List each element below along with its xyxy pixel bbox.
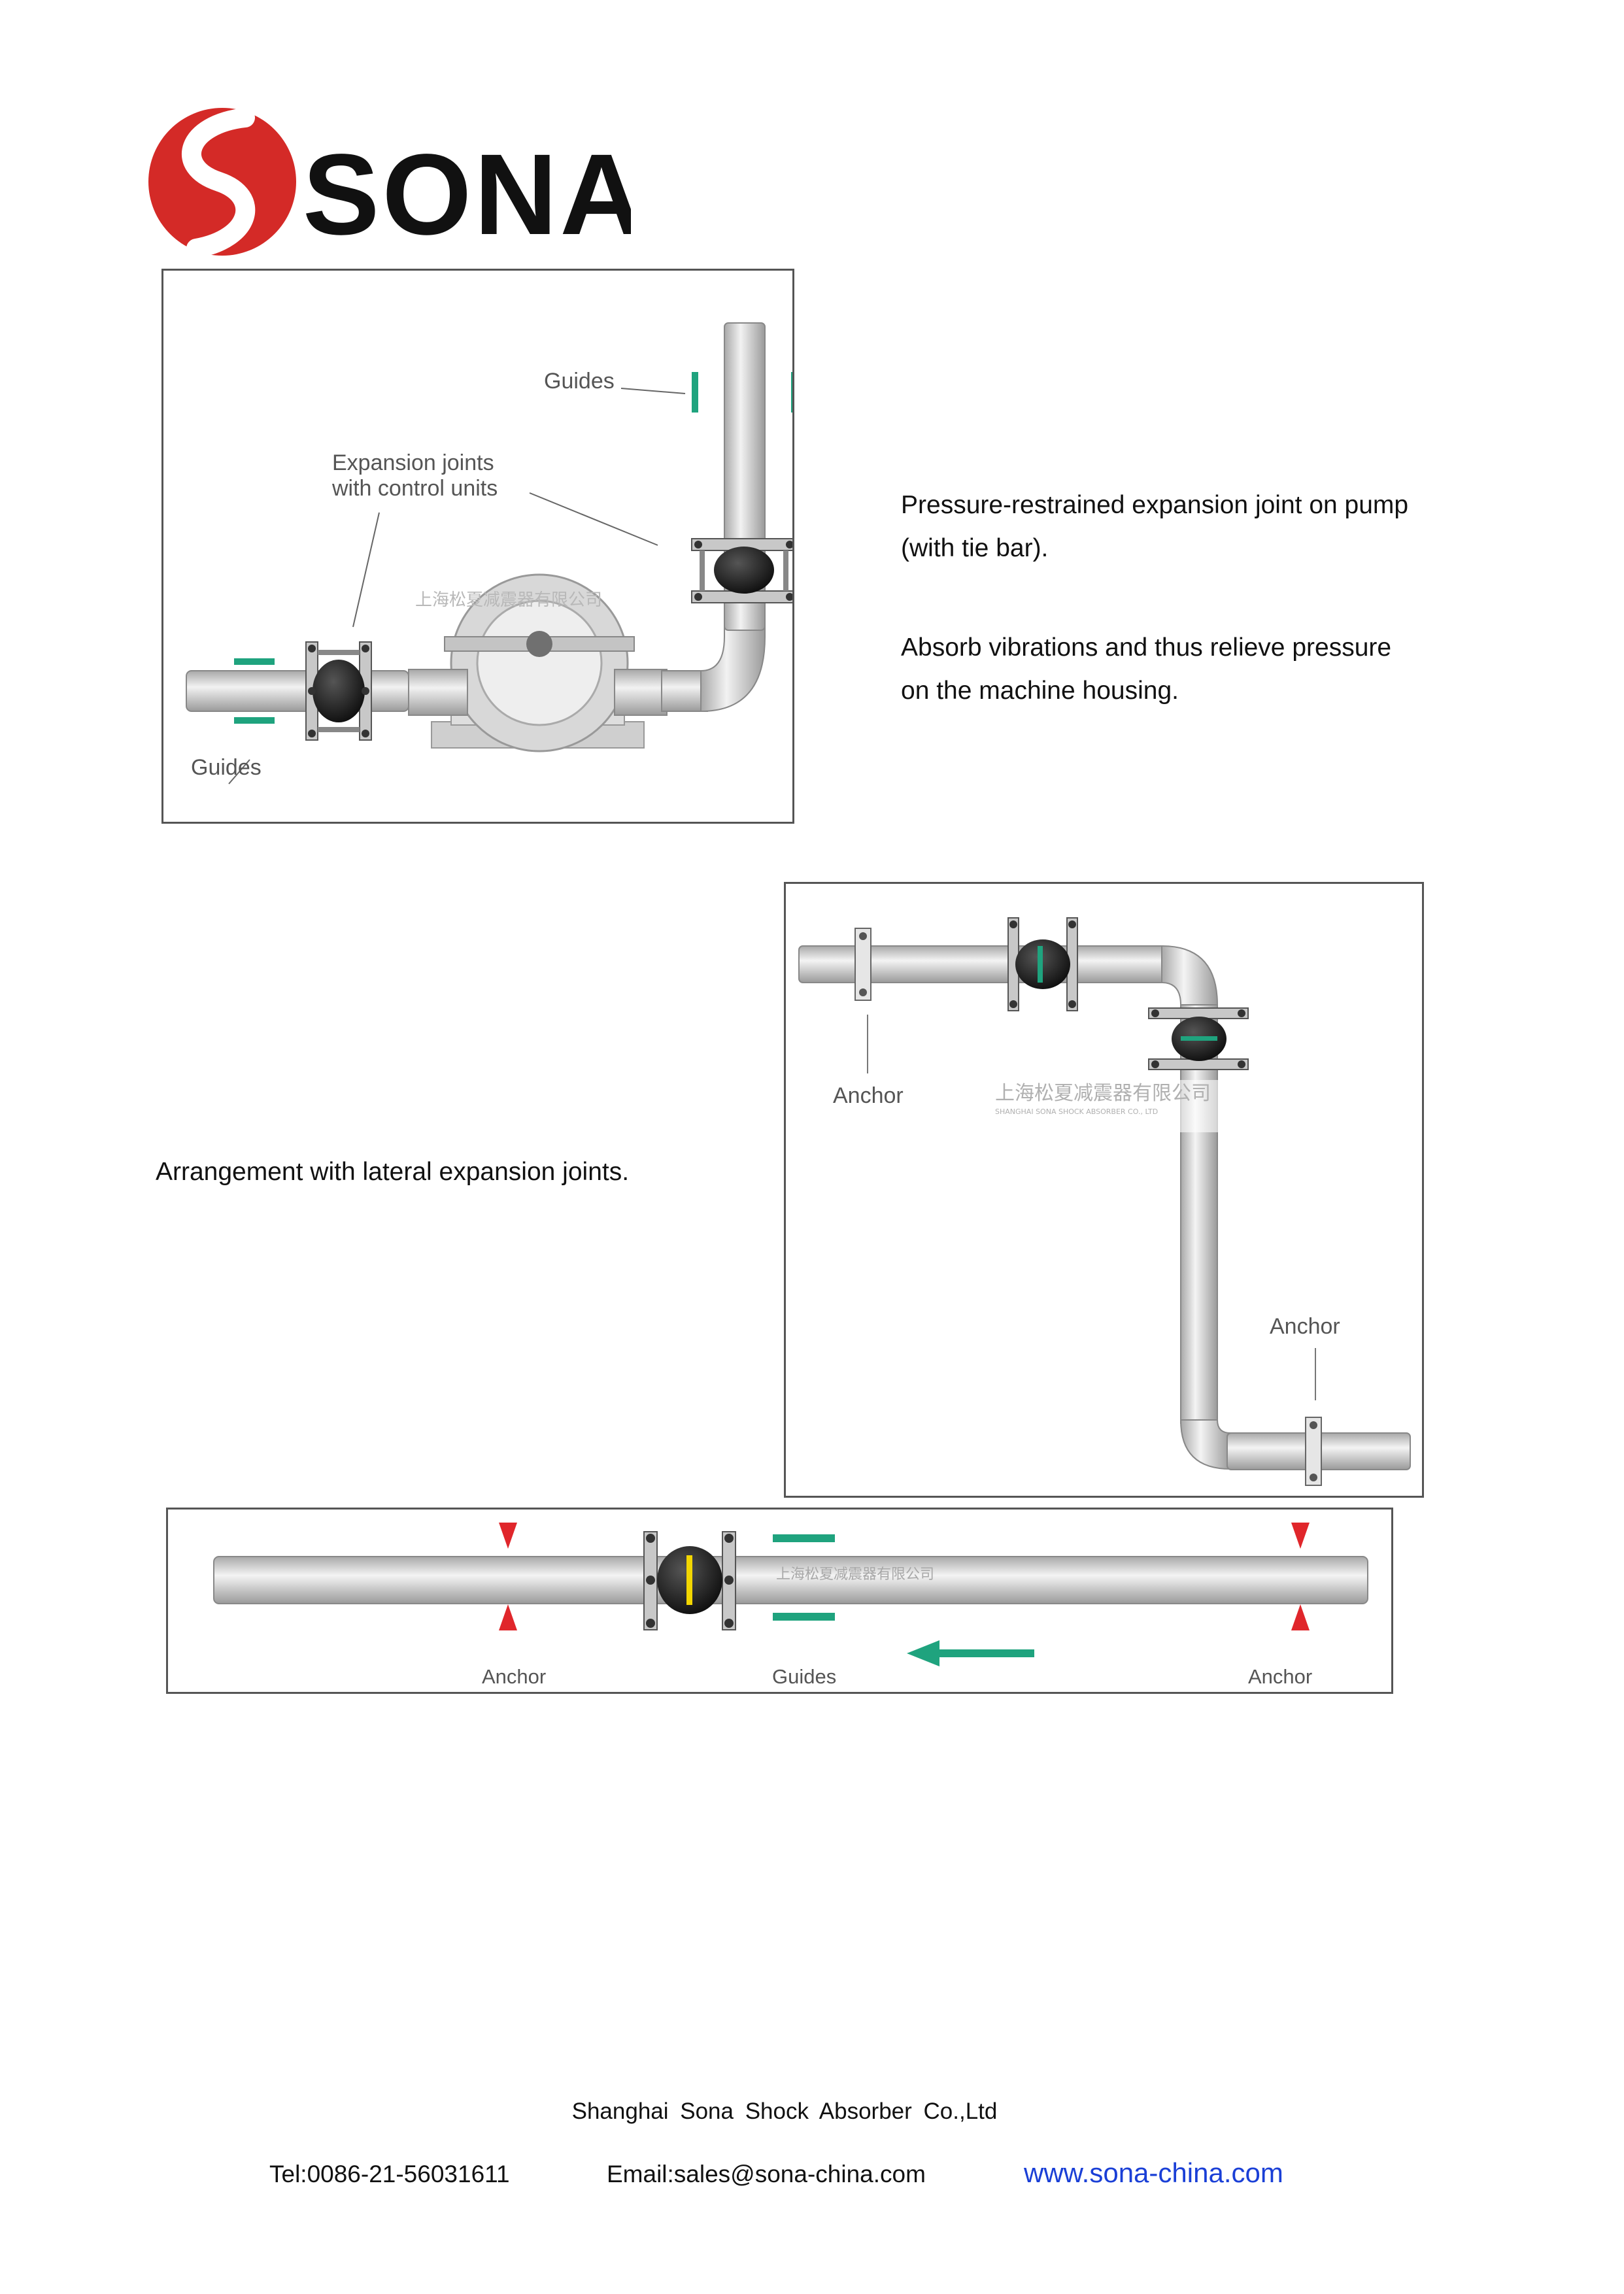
expansion-joint-icon	[643, 1531, 736, 1630]
pump-description: Pressure-restrained expansion joint on p…	[901, 484, 1555, 713]
footer-website-link[interactable]: www.sona-china.com	[1024, 2157, 1283, 2188]
label-expansion-line1: Expansion joints	[332, 450, 494, 475]
expansion-joint-icon	[691, 538, 792, 603]
footer-tel: Tel:0086-21-56031611	[269, 2161, 510, 2187]
pump-desc-line3: Absorb vibrations and thus relieve press…	[901, 633, 1392, 662]
label-anchor-right: Anchor	[1270, 1314, 1340, 1339]
label-guides-bottom: Guides	[191, 755, 262, 780]
sona-logo: SONA	[147, 105, 643, 261]
watermark: 上海松夏减震器有限公司	[415, 590, 602, 610]
lateral-description: Arrangement with lateral expansion joint…	[156, 1158, 630, 1186]
guide-marker-icon	[234, 372, 792, 724]
label-guides-top: Guides	[544, 369, 615, 394]
pump-figure: 上海松夏减震器有限公司 Guides Expansion joints with…	[161, 269, 794, 824]
straight-pipe-figure: 上海松夏减震器有限公司 Anchor Guides Anchor	[166, 1508, 1393, 1694]
footer-email[interactable]: Email:sales@sona-china.com	[607, 2161, 926, 2187]
pump-desc-line4: on the machine housing.	[901, 677, 1179, 705]
label-anchor-right: Anchor	[1248, 1665, 1312, 1688]
guide-marker-icon	[773, 1534, 835, 1621]
flow-arrow-icon	[907, 1640, 1034, 1666]
pump-desc-line2: (with tie bar).	[901, 534, 1049, 562]
pump-icon	[408, 573, 668, 752]
expansion-joint-icon	[1007, 917, 1078, 1011]
lateral-figure: 上海松夏减震器有限公司 SHANGHAI SONA SHOCK ABSORBER…	[784, 882, 1424, 1498]
anchor-arrow-icon	[499, 1523, 1310, 1630]
expansion-joint-icon	[1148, 1007, 1249, 1070]
label-anchor-left: Anchor	[833, 1083, 904, 1108]
label-guides: Guides	[772, 1665, 836, 1688]
watermark: 上海松夏减震器有限公司	[995, 1082, 1211, 1105]
label-expansion-line2: with control units	[331, 476, 498, 501]
watermark-en: SHANGHAI SONA SHOCK ABSORBER CO., LTD	[995, 1107, 1158, 1116]
straight-pipe	[213, 1556, 1368, 1604]
expansion-joint-icon	[305, 641, 372, 741]
brand-name: SONA	[303, 131, 631, 259]
pump-desc-line1: Pressure-restrained expansion joint on p…	[901, 491, 1409, 519]
footer-company: Shanghai Sona Shock Absorber Co.,Ltd	[571, 2099, 998, 2124]
sona-logo-mark-icon	[148, 108, 296, 258]
anchor-clamp-icon	[854, 928, 1322, 1486]
watermark: 上海松夏减震器有限公司	[776, 1566, 934, 1583]
label-anchor-left: Anchor	[482, 1665, 546, 1688]
inlet-pipe	[186, 670, 409, 712]
